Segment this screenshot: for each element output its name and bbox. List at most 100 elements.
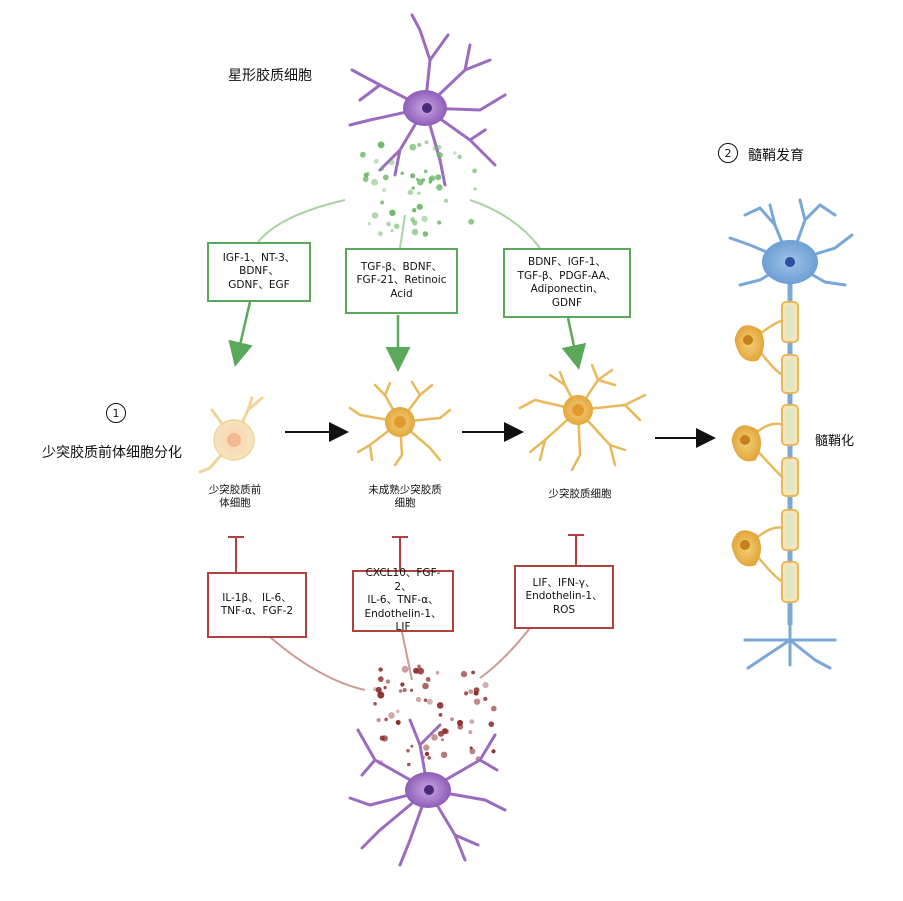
opc-differentiation-label: 少突胶质前体细胞分化 <box>42 445 182 461</box>
red-secretion-dot <box>464 691 469 696</box>
red-connectors <box>269 627 531 691</box>
green-secretion-dot <box>371 212 379 219</box>
green-secretion-dot <box>436 144 442 150</box>
red-dots <box>373 664 497 767</box>
red-secretion-dot <box>388 712 395 719</box>
red-box-opc: IL-1β、 IL-6、 TNF-α、FGF-2 <box>207 572 307 638</box>
mature-oligo-nucleus <box>572 404 584 416</box>
neuron-nucleus <box>785 257 795 267</box>
green-secretion-dot <box>412 208 417 213</box>
red-secretion-dot <box>469 748 476 755</box>
green-secretion-dot <box>373 158 379 164</box>
green-secretion-dot <box>416 203 423 210</box>
green-secretion-dot <box>386 221 391 227</box>
red-secretion-dot <box>385 679 390 684</box>
green-dots <box>360 140 477 237</box>
green-secretion-dot <box>388 159 395 166</box>
green-secretion-dot <box>453 151 457 155</box>
red-secretion-dot <box>417 664 421 669</box>
green-secretion-dot <box>382 174 389 181</box>
green-secretion-dot <box>380 167 384 171</box>
top-astrocyte-nucleus <box>422 103 432 113</box>
red-secretion-dot <box>437 730 445 737</box>
red-secretion-dot <box>410 744 414 748</box>
green-secretion-dot <box>377 141 385 149</box>
red-secretion-dot <box>423 744 430 751</box>
green-box-mature: BDNF、IGF-1、 TGF-β、PDGF-AA、 Adiponectin、 … <box>503 248 631 318</box>
green-secretion-dot <box>436 151 442 158</box>
green-secretion-dot <box>423 169 428 174</box>
red-secretion-dot <box>431 734 438 741</box>
red-secretion-dot <box>491 705 497 712</box>
myelinating-oligo-bodies <box>731 325 764 567</box>
green-secretion-dot <box>394 223 400 229</box>
red-secretion-dot <box>482 682 489 689</box>
red-secretion-dot <box>415 696 422 703</box>
red-secretion-dot <box>469 746 473 750</box>
red-secretion-dot <box>376 718 381 723</box>
green-secretion-dot <box>367 222 371 226</box>
red-secretion-dot <box>409 688 414 692</box>
green-secretion-dot <box>444 198 448 203</box>
red-secretion-dot <box>468 730 473 735</box>
green-secretion-dot <box>407 189 414 196</box>
red-secretion-dot <box>377 691 385 699</box>
red-secretion-dot <box>373 702 377 706</box>
red-secretion-dot <box>473 690 479 696</box>
green-secretion-dot <box>468 218 475 225</box>
red-secretion-dot <box>375 686 382 693</box>
green-secretion-dot <box>363 172 369 178</box>
red-box-immature: CXCL10、FGF-2、 IL-6、TNF-α、 Endothelin-1、L… <box>352 567 454 633</box>
mature-oligo-label: 少突胶质细胞 <box>548 488 612 500</box>
red-secretion-dot <box>424 751 430 757</box>
red-secretion-dot <box>379 735 385 741</box>
green-secretion-dot <box>371 178 378 186</box>
red-secretion-dot <box>440 751 448 758</box>
red-secretion-dot <box>378 676 384 682</box>
green-secretion-dot <box>421 215 428 223</box>
red-secretion-dot <box>396 709 400 713</box>
green-secretion-dot <box>422 231 429 237</box>
opc-label: 少突胶质前 体细胞 <box>208 484 262 509</box>
green-connectors <box>257 199 541 249</box>
red-secretion-dot <box>425 677 431 682</box>
green-secretion-dot <box>429 175 436 182</box>
red-secretion-dot <box>384 717 388 722</box>
red-secretion-dot <box>426 698 433 705</box>
green-secretion-dot <box>435 174 442 181</box>
red-secretion-dot <box>473 698 481 705</box>
myelination-label: 髓鞘化 <box>815 434 855 449</box>
red-secretion-dot <box>438 713 443 717</box>
green-secretion-dot <box>360 151 366 158</box>
red-secretion-dot <box>468 689 474 694</box>
green-secretion-dot <box>411 186 415 190</box>
green-secretion-dot <box>437 220 442 225</box>
bottom-astrocyte-nucleus <box>424 785 434 795</box>
red-secretion-dot <box>457 719 463 726</box>
green-secretion-dot <box>417 191 421 195</box>
red-secretion-dot <box>427 756 432 760</box>
green-secretion-dot <box>457 154 462 160</box>
red-secretion-dot <box>402 688 407 692</box>
green-secretion-dot <box>412 220 418 226</box>
process-arrows <box>285 422 716 448</box>
red-secretion-dot <box>395 720 401 725</box>
red-secretion-dot <box>435 670 440 675</box>
green-box-opc: IGF-1、NT-3、 BDNF、 GDNF、EGF <box>207 242 311 302</box>
red-inhibitors <box>228 534 584 572</box>
astrocyte-label: 星形胶质细胞 <box>228 68 312 84</box>
green-secretion-dot <box>411 228 419 236</box>
red-secretion-dot <box>417 667 425 675</box>
red-secretion-dot <box>398 689 403 693</box>
red-secretion-dot <box>471 670 475 675</box>
green-secretion-dot <box>424 140 429 145</box>
red-secretion-dot <box>401 665 409 673</box>
green-secretion-dot <box>378 141 382 146</box>
red-secretion-dot <box>422 682 429 690</box>
green-secretion-dot <box>409 143 417 151</box>
red-secretion-dot <box>441 738 444 742</box>
red-secretion-dot <box>491 749 496 754</box>
green-secretion-dot <box>473 187 477 191</box>
green-secretion-dot <box>400 171 404 175</box>
immature-oligo-label: 未成熟少突胶质 细胞 <box>368 484 442 509</box>
